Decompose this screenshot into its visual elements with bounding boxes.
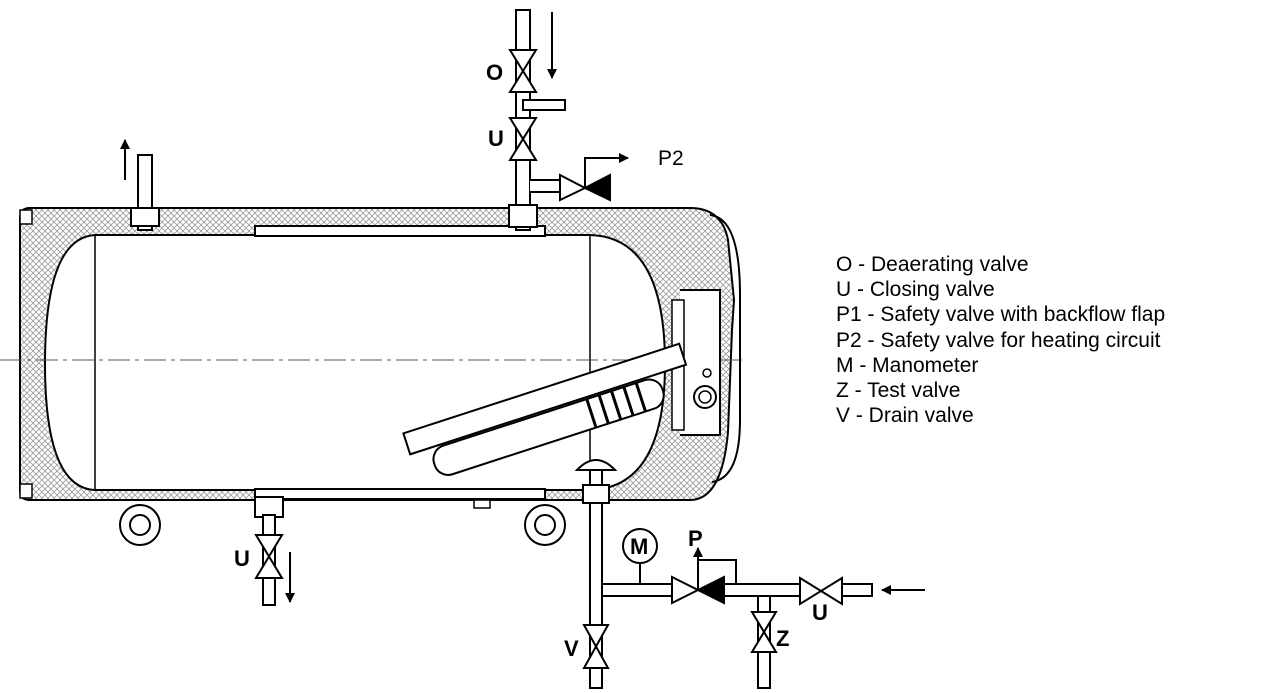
- legend-item: O - Deaerating valve: [836, 253, 1029, 276]
- label-inlet-closing-valve: U: [812, 600, 828, 625]
- label-bottom-closing-valve: U: [234, 546, 250, 571]
- label-deaerating-valve: O: [486, 60, 503, 85]
- legend-item: Z - Test valve: [836, 379, 961, 403]
- legend-item: P1 - Safety valve with backflow flap: [836, 303, 1166, 327]
- legend-item: U - Closing valve: [836, 278, 995, 302]
- label-top-safety-valve: P2: [658, 147, 684, 170]
- heating-element: [402, 342, 688, 476]
- bottom-left-closing-valve: [254, 496, 295, 606]
- tank-body: [43, 234, 667, 491]
- label-test-valve: Z: [776, 626, 789, 651]
- top-left-outlet: [120, 139, 160, 231]
- legend: O - Deaerating valve U - Closing valve P…: [836, 252, 1165, 428]
- legend-item: M - Manometer: [836, 353, 979, 377]
- legend-item: P2 - Safety valve for heating circuit: [836, 328, 1161, 352]
- wheel-left: [119, 504, 161, 546]
- label-drain-valve: V: [564, 636, 579, 661]
- top-valve-stack: [508, 9, 629, 231]
- label-top-closing-valve: U: [488, 126, 504, 151]
- legend-item: V - Drain valve: [836, 404, 974, 428]
- label-safety-valve: P: [688, 526, 703, 551]
- bottom-right-piping: [574, 459, 925, 689]
- wheel-right: [524, 504, 566, 546]
- label-manometer: M: [630, 534, 648, 559]
